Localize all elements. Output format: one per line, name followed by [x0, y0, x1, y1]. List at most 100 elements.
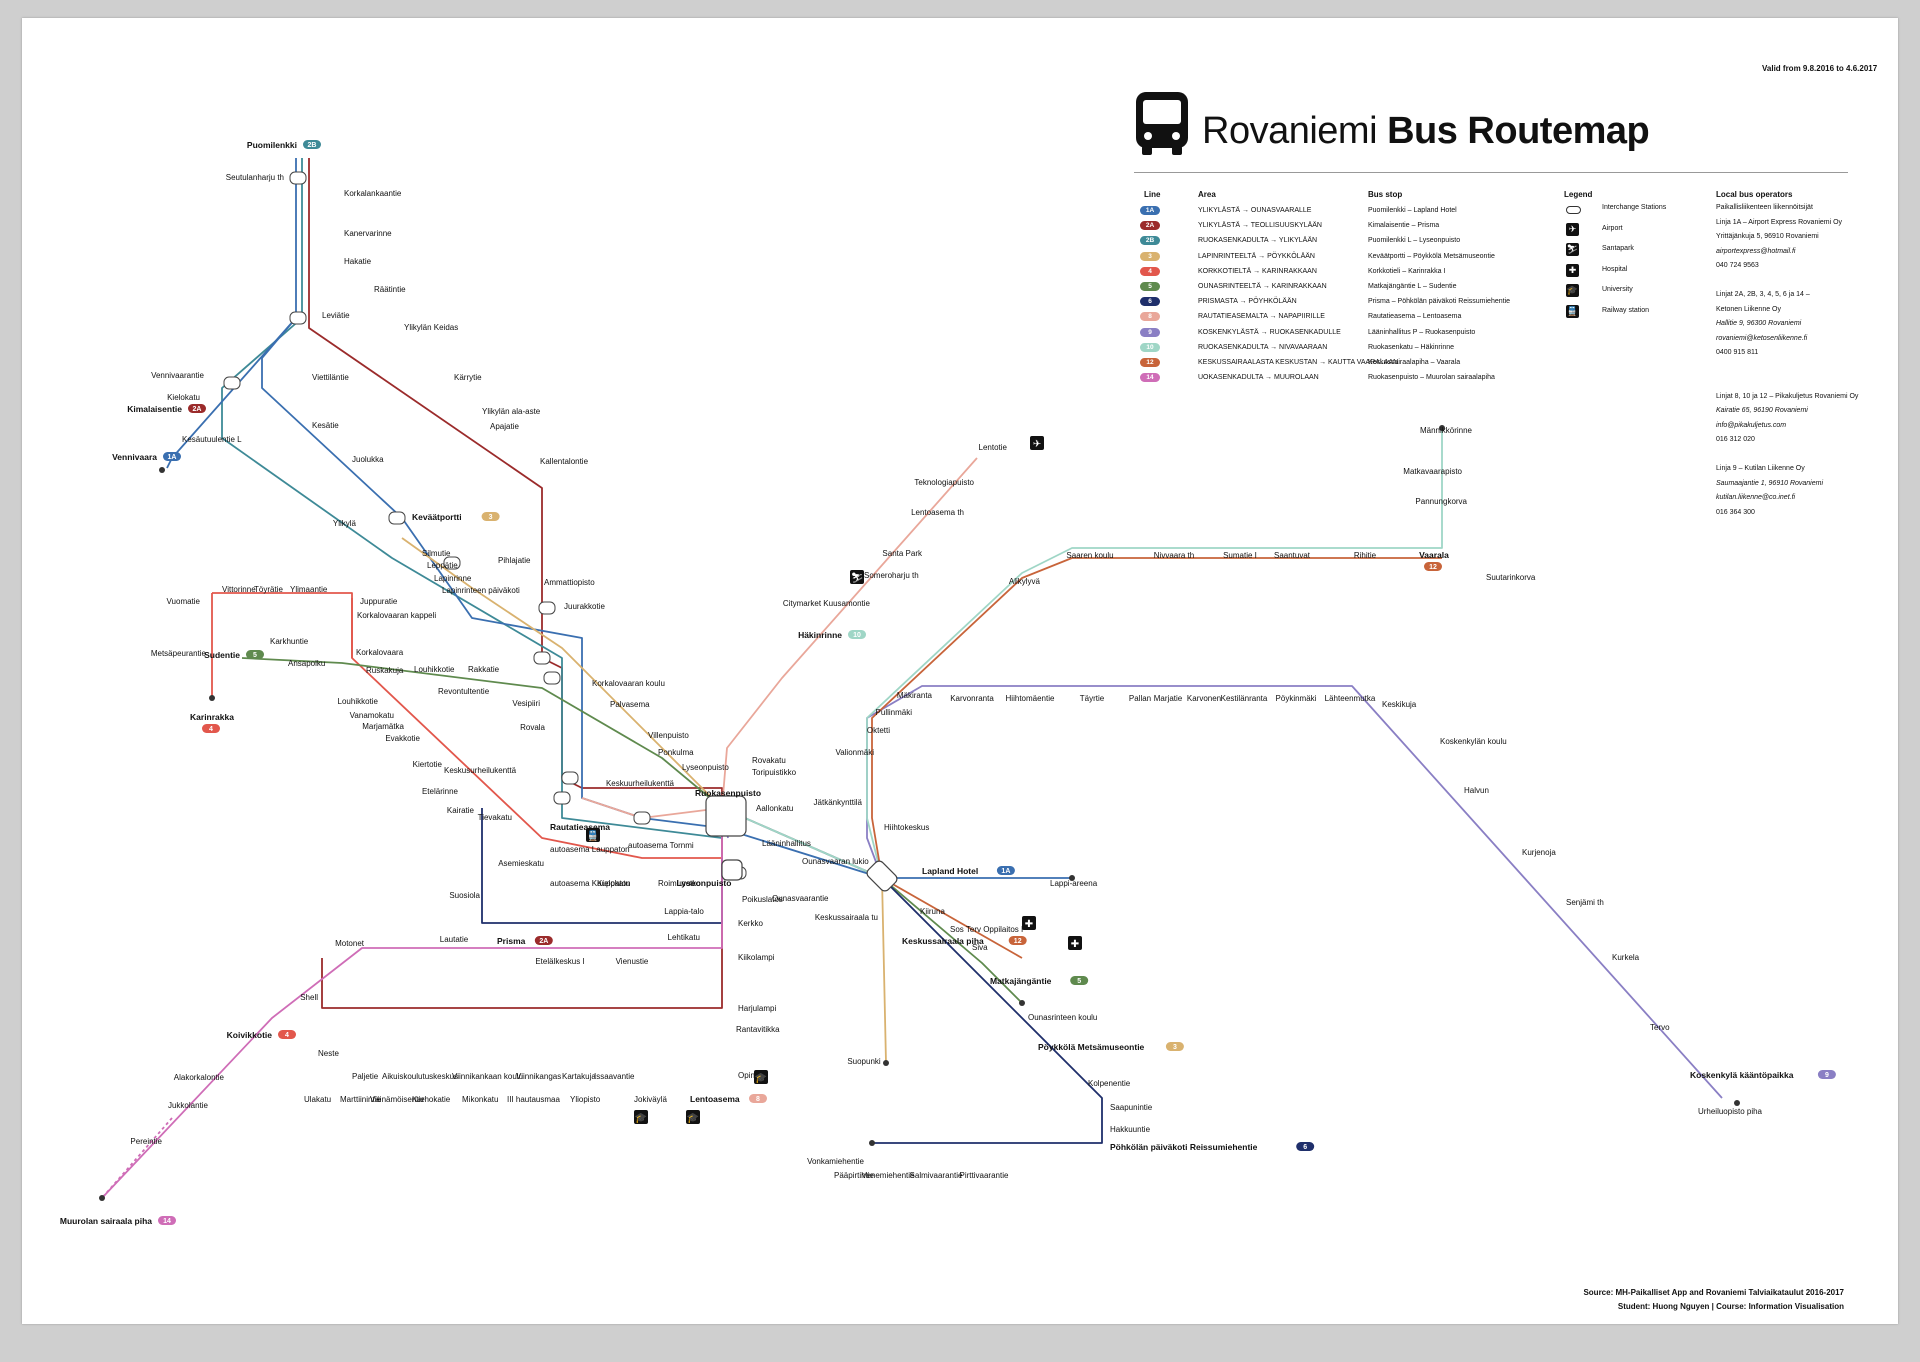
- stop-label: Issaavantie: [594, 1072, 635, 1081]
- stop-label: Vennivaara: [112, 452, 157, 462]
- route-2B: [221, 158, 723, 839]
- stop-label: Rantavitikka: [736, 1025, 780, 1034]
- stop-label: Toripuistikko: [752, 768, 797, 777]
- svg-text:5: 5: [253, 652, 257, 659]
- terminus-dot-1: [209, 695, 215, 701]
- stop-label: Yliopisto: [570, 1095, 601, 1104]
- stop-label: Rihitie: [1354, 551, 1377, 560]
- stop-label: Teknologiapuisto: [914, 478, 974, 487]
- terminus-dot-6: [1069, 875, 1075, 881]
- stop-label: Senjämi th: [1566, 898, 1604, 907]
- stop-label: Saapunintie: [1110, 1103, 1153, 1112]
- operator-line: Linja 1A – Airport Express Rovaniemi Oy: [1716, 218, 1843, 226]
- stop-badge-2A: 2A: [188, 404, 206, 413]
- stop-label: Lentoasema: [690, 1094, 740, 1104]
- stop-label: Karvonen: [1187, 694, 1221, 703]
- stop-label: Lääninhallitus: [762, 839, 811, 848]
- stop-label: Kielokatu: [167, 393, 200, 402]
- stop-label: Kerkko: [738, 919, 763, 928]
- hub-lyseonpuisto: [721, 859, 743, 881]
- hospital-icon: ✚: [1566, 263, 1579, 277]
- terminus-dot-2: [1439, 425, 1445, 431]
- stop-label: Leviätie: [322, 311, 350, 320]
- stop-label: Väinämöisentie: [370, 1095, 425, 1104]
- stop-label: Vaarala: [1419, 550, 1449, 560]
- stop-label: Louhikkotie: [414, 665, 455, 674]
- stop-label: Rovakatu: [752, 756, 786, 765]
- stop-label: Vennivaarantie: [151, 371, 204, 380]
- stop-badge-8: 8: [749, 1094, 767, 1103]
- svg-text:14: 14: [163, 1218, 171, 1225]
- stop-label: Marjamätka: [362, 722, 404, 731]
- stop-label: Saaren koulu: [1066, 551, 1113, 560]
- stop-label: Shell: [300, 993, 318, 1002]
- interchange-13: [561, 771, 579, 785]
- student-text: Student: Huong Nguyen | Course: Informat…: [1617, 1302, 1844, 1311]
- stop-label: Kimalaisentie: [127, 404, 182, 414]
- hospital-icon: [1022, 916, 1036, 930]
- line-stops: Lääninhallitus P – Ruokasenpuisto: [1368, 328, 1476, 336]
- stop-label: Viinnikankaan koulu: [452, 1072, 523, 1081]
- stop-badge-4: 4: [202, 724, 220, 733]
- route-3: [401, 537, 887, 1064]
- stop-label: Karinrakka: [190, 712, 234, 722]
- route-5: [241, 657, 1023, 1004]
- route-1A: [261, 317, 1072, 879]
- stop-label: Kestilänranta: [1221, 694, 1268, 703]
- route-14: [101, 1117, 173, 1199]
- stop-label: Juolukka: [352, 455, 384, 464]
- operator-line: 0400 915 811: [1716, 349, 1759, 356]
- stop-label: Seutulanharju th: [226, 173, 284, 182]
- stop-label: Pöykkölä Metsämuseontie: [1038, 1042, 1145, 1052]
- stop-badge-2B: 2B: [303, 140, 321, 149]
- legend-label: Santapark: [1602, 245, 1634, 252]
- line-area: OUNASRINTEELTÄ → KARINRAKKAAN: [1198, 283, 1327, 290]
- stop-label: Keskikuja: [1382, 700, 1417, 709]
- stop-label: Kesätie: [312, 421, 339, 430]
- stop-label: autoasema Kauppaton: [550, 879, 631, 888]
- interchange-8: [553, 791, 571, 805]
- stop-label: Opintie: [738, 1071, 764, 1080]
- column-operators: Local bus operators: [1716, 190, 1793, 199]
- stop-label: Lehtikatu: [668, 933, 700, 942]
- operator-line: Linjat 8, 10 ja 12 – Pikakuljetus Rovani…: [1716, 392, 1859, 400]
- stop-label: Oktetti: [867, 726, 890, 735]
- stop-label: Prisma: [497, 936, 526, 946]
- stop-label: Halvun: [1464, 786, 1489, 795]
- stop-label: Ounasvaarantie: [772, 894, 829, 903]
- line-badge-5: 5: [1140, 282, 1160, 291]
- stop-label: Lapland Hotel: [922, 866, 978, 876]
- stop-badge-12: 12: [1424, 562, 1442, 571]
- stop-badge-12: 12: [1008, 936, 1027, 945]
- stop-label: Pallan: [1129, 694, 1151, 703]
- stop-label: Lyseonpuisto: [682, 763, 729, 772]
- stop-label: Viinnikangas: [516, 1072, 561, 1081]
- stop-label: Siva: [972, 943, 988, 952]
- stop-label: Leppätie: [427, 561, 458, 570]
- line-badge-6: 6: [1140, 297, 1160, 307]
- svg-text:8: 8: [756, 1096, 760, 1103]
- stop-label: Keskussairaala tu: [815, 913, 878, 922]
- stop-label: Kesäutuulentie L: [182, 435, 242, 444]
- interchange-1: [289, 311, 307, 325]
- svg-text:10: 10: [853, 632, 861, 639]
- stop-label: Koivikkotie: [227, 1030, 273, 1040]
- stop-label: Etelälkeskus I: [535, 957, 584, 966]
- route-4: [212, 592, 722, 859]
- stop-label: Silmutie: [422, 549, 451, 558]
- stop-label: Rovala: [520, 723, 545, 732]
- stop-label: Someroharju th: [864, 571, 919, 580]
- stop-label: Korkalovaara: [356, 648, 404, 657]
- stop-label: Evakkotie: [385, 734, 420, 743]
- stop-label: Salmivaarantie: [910, 1171, 963, 1180]
- stop-label: Hakkuuntie: [1110, 1125, 1151, 1134]
- interchange-7: [543, 671, 561, 685]
- stop-label: Rakkatie: [468, 665, 500, 674]
- line-area: RUOKASENKADULTA → NIVAVAARAAN: [1198, 343, 1328, 351]
- stop-label: Pihlajatie: [498, 556, 531, 565]
- university-icon: [634, 1110, 648, 1124]
- route-10: [721, 428, 1443, 879]
- stop-label: Sudentie: [204, 650, 240, 660]
- stop-badge-9: 9: [1817, 1070, 1836, 1079]
- line-badge-14: 14: [1140, 373, 1160, 383]
